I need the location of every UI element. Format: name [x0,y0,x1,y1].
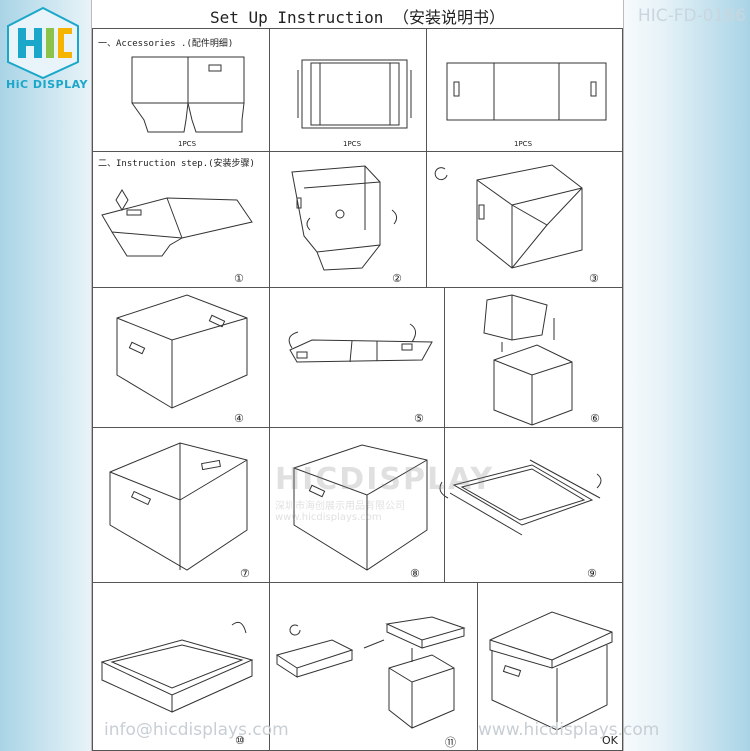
step-label-4: ④ [234,412,244,425]
step-label-8: ⑧ [410,567,420,580]
qty-label-2: 1PCS [343,140,362,148]
footer-website: www.hicdisplays.com [478,720,660,740]
step10-drawing [100,621,254,713]
line-drawings [100,56,613,731]
step-label-9: ⑨ [587,567,597,580]
watermark: HICDISPLAY 深圳市海创展示用品有限公司 www.hicdisplays… [275,462,494,523]
brand-logo [4,6,84,96]
step2-drawing [291,165,398,271]
footer-email: info@hicdisplays.com [104,720,289,740]
step6-drawing [483,294,573,426]
step1-drawing [101,189,253,257]
qty-label-3: 1PCS [514,140,533,148]
watermark-url: www.hicdisplays.com [275,512,382,523]
step-label-5: ⑤ [414,412,424,425]
step-label-3: ③ [589,272,599,285]
step7-drawing [109,442,248,571]
step4-drawing [116,294,248,409]
hic-logo-icon [7,6,79,80]
step-label-7: ⑦ [240,567,250,580]
step-label-10: ⑩ [235,734,245,747]
logo-text: HiC DISPLAY [6,78,89,91]
lid-drawing [297,59,412,129]
steps-heading: 二、Instruction step.(安装步骤) [98,159,255,169]
watermark-company: 深圳市海创展示用品有限公司 [275,501,405,512]
step-label-6: ⑥ [590,412,600,425]
qty-label-1: 1PCS [178,140,197,148]
product-code: HIC-FD-0166 [637,6,746,26]
diagram-grid [92,0,623,751]
box-body-drawing [131,56,245,133]
accessories-heading: 一、Accessories .(配件明细) [98,39,234,49]
step-label-11: ⑪ [445,736,456,749]
page-title: Set Up Instruction （安装说明书） [209,8,506,27]
step11-drawing [275,616,466,729]
step-label-2: ② [392,272,402,285]
step-label-ok: OK [602,734,618,747]
step-ok-drawing [489,611,613,731]
panel-drawing [446,62,607,121]
step-label-1: ① [234,272,244,285]
step9-drawing [439,459,602,536]
step3-drawing [434,164,583,269]
step8-drawing [293,444,428,571]
instruction-sheet: Set Up Instruction （安装说明书） 一、Accessories… [91,0,624,751]
watermark-name: HICDISPLAY [275,462,495,497]
step5-drawing [288,323,433,363]
